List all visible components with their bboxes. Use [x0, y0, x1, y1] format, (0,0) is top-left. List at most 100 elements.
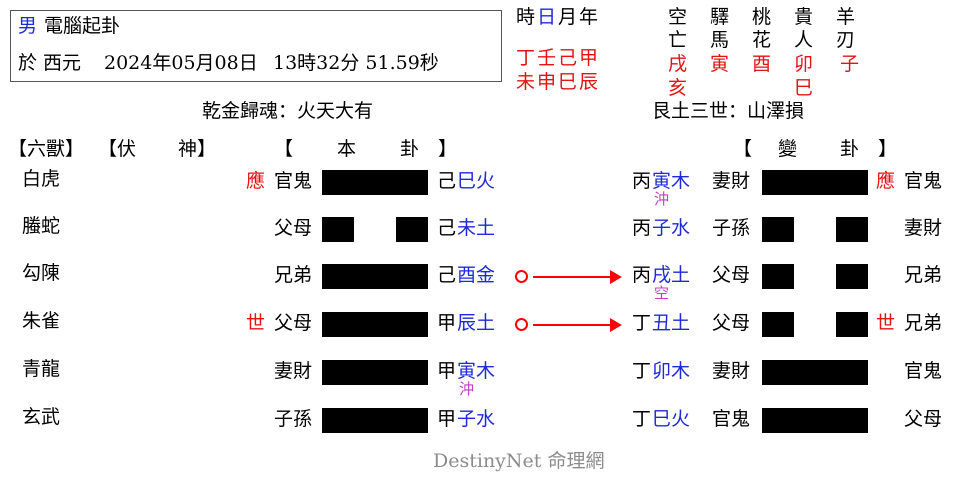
shensha-value: 戌	[668, 53, 688, 75]
shensha-gui: 貴	[794, 6, 814, 28]
changed-line-yin-left	[762, 217, 794, 242]
changed-line-yin-right	[836, 312, 868, 337]
header-fushen-open: 【伏	[98, 138, 137, 160]
original-stem: 甲	[437, 360, 457, 382]
changed-right-relation: 兄弟	[904, 264, 943, 286]
shensha-yang: 羊	[836, 6, 856, 28]
time-value: 13時32分 51.59秒	[273, 52, 439, 74]
pillar-branch: 未	[516, 71, 536, 93]
header-bengua-gua: 卦	[400, 138, 420, 160]
changed-branch: 丑土	[652, 312, 691, 334]
original-relation: 父母	[274, 217, 313, 239]
original-line-yang	[322, 408, 428, 433]
date-value: 2024年05月08日	[104, 52, 258, 74]
original-relation: 妻財	[274, 360, 313, 382]
original-line-yin-right	[396, 217, 428, 242]
changed-line-yin-right	[836, 264, 868, 289]
original-line-yang	[322, 360, 428, 385]
changed-relation: 父母	[712, 264, 751, 286]
changed-right-relation: 妻財	[904, 217, 943, 239]
original-stem: 己	[437, 264, 457, 286]
changed-branch: 子水	[652, 217, 691, 239]
original-line-yin-left	[322, 217, 354, 242]
original-note: 沖	[459, 380, 475, 398]
changed-line-yin-right	[836, 217, 868, 242]
shensha-tao: 桃	[752, 6, 772, 28]
original-stem: 甲	[437, 408, 457, 430]
liushou-beast: 青龍	[22, 358, 61, 380]
shensha-hua: 花	[752, 29, 772, 51]
pillar-stem: 丁	[516, 47, 536, 69]
changed-relation: 妻財	[712, 170, 751, 192]
original-relation: 官鬼	[274, 170, 313, 192]
change-arrow-head-icon	[610, 318, 622, 332]
header-bengua-close: 】	[438, 138, 458, 160]
shensha-kong: 空	[668, 6, 688, 28]
footer-brand: DestinyNet 命理網	[433, 450, 605, 472]
changed-gua-title: 艮土三世：山澤損	[652, 100, 805, 122]
changed-right-relation: 官鬼	[904, 360, 943, 382]
changed-line-yin-left	[762, 312, 794, 337]
original-shiying-mark: 世	[246, 312, 266, 334]
shensha-ma: 馬	[710, 29, 730, 51]
changed-note: 沖	[654, 190, 670, 208]
shensha-value: 卯	[794, 53, 814, 75]
shensha-value: 巳	[794, 77, 814, 99]
changed-note: 空	[654, 284, 670, 302]
header-bengua-ben: 本	[337, 138, 357, 160]
original-line-yang	[322, 264, 428, 289]
original-line-yang	[322, 312, 428, 337]
changed-stem: 丙	[632, 217, 652, 239]
pillar-label-year: 年	[579, 6, 599, 28]
changed-right-relation: 父母	[904, 408, 943, 430]
original-branch: 未土	[457, 217, 496, 239]
change-arrow-head-icon	[610, 270, 622, 284]
moving-line-circle-icon	[515, 270, 528, 283]
header-liushou: 【六獸】	[8, 138, 85, 160]
shensha-value: 亥	[668, 77, 688, 99]
original-relation: 兄弟	[274, 264, 313, 286]
changed-line-yang	[762, 408, 868, 433]
shensha-ren: 人	[794, 29, 814, 51]
header-bengua-open: 【	[274, 138, 294, 160]
liushou-beast: 白虎	[22, 168, 61, 190]
liushou-beast: 勾陳	[22, 262, 61, 284]
shensha-value: 子	[840, 53, 860, 75]
pillar-stem: 壬	[537, 47, 557, 69]
liushou-beast: 玄武	[22, 406, 61, 428]
changed-branch: 寅木	[652, 170, 691, 192]
header-fushen-close: 神】	[178, 138, 217, 160]
changed-branch: 巳火	[652, 408, 691, 430]
pillar-branch: 辰	[579, 71, 599, 93]
changed-stem: 丁	[632, 408, 652, 430]
changed-relation: 官鬼	[712, 408, 751, 430]
original-branch: 酉金	[457, 264, 496, 286]
original-branch: 寅木	[457, 360, 496, 382]
changed-branch: 卯木	[652, 360, 691, 382]
changed-shiying-mark: 應	[876, 170, 896, 192]
original-line-yang	[322, 170, 428, 195]
changed-relation: 妻財	[712, 360, 751, 382]
changed-stem: 丁	[632, 360, 652, 382]
changed-line-yang	[762, 170, 868, 195]
info-box	[10, 10, 502, 82]
pillar-label-day: 日	[537, 6, 557, 28]
original-branch: 辰土	[457, 312, 496, 334]
original-stem: 己	[437, 217, 457, 239]
header-biangua-bian: 變	[778, 138, 798, 160]
changed-line-yang	[762, 360, 868, 385]
pillar-label-month: 月	[558, 6, 578, 28]
original-relation: 子孫	[274, 408, 313, 430]
original-relation: 父母	[274, 312, 313, 334]
changed-stem: 丙	[632, 170, 652, 192]
original-stem: 己	[437, 170, 457, 192]
gender-label: 男	[18, 15, 38, 37]
changed-stem: 丙	[632, 264, 652, 286]
shensha-yi: 驛	[710, 6, 730, 28]
pillar-label-hour: 時	[516, 6, 536, 28]
date-prefix: 於 西元	[18, 52, 82, 74]
moving-line-circle-icon	[515, 318, 528, 331]
changed-stem: 丁	[632, 312, 652, 334]
header-biangua-close: 】	[878, 138, 898, 160]
shensha-ren2: 刃	[836, 29, 856, 51]
